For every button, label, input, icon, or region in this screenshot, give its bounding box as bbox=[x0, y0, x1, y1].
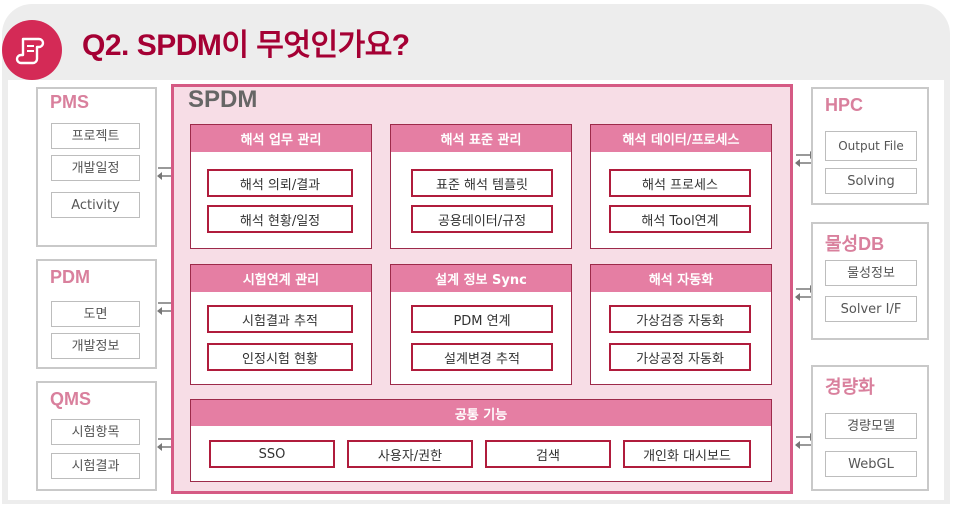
module-item: 해석 Tool연계 bbox=[609, 205, 751, 233]
module-item: 시험결과 추적 bbox=[207, 305, 353, 333]
common-item: 개인화 대시보드 bbox=[623, 440, 751, 468]
system-item: Output File bbox=[825, 131, 917, 161]
module-item: 표준 해석 템플릿 bbox=[411, 169, 553, 197]
module-item: 해석 의뢰/결과 bbox=[207, 169, 353, 197]
system-item: 경량모델 bbox=[825, 413, 917, 439]
system-item: Activity bbox=[51, 192, 140, 218]
module-item: 가상검증 자동화 bbox=[609, 305, 751, 333]
system-item: 시험항목 bbox=[51, 419, 140, 445]
module-design-sync: 설계 정보 Sync PDM 연계 설계변경 추적 bbox=[390, 264, 572, 385]
system-item: 시험결과 bbox=[51, 453, 140, 479]
module-analysis-automation: 해석 자동화 가상검증 자동화 가상공정 자동화 bbox=[590, 264, 772, 385]
module-item: PDM 연계 bbox=[411, 305, 553, 333]
system-item: 물성정보 bbox=[825, 260, 917, 286]
system-name: 물성DB bbox=[825, 234, 885, 254]
system-name: PDM bbox=[50, 267, 90, 287]
module-analysis-work: 해석 업무 관리 해석 의뢰/결과 해석 현황/일정 bbox=[190, 124, 372, 249]
common-item: 사용자/권한 bbox=[347, 440, 473, 468]
system-item: 개발정보 bbox=[51, 333, 140, 359]
system-item: WebGL bbox=[825, 451, 917, 477]
module-common-functions: 공통 기능 SSO 사용자/권한 검색 개인화 대시보드 bbox=[190, 399, 772, 482]
module-header: 해석 표준 관리 bbox=[391, 125, 571, 152]
module-header: 해석 업무 관리 bbox=[191, 125, 371, 152]
system-qms: QMS 시험항목 시험결과 bbox=[36, 381, 157, 491]
module-header: 설계 정보 Sync bbox=[391, 265, 571, 292]
system-name: PMS bbox=[50, 92, 90, 112]
common-item: SSO bbox=[209, 440, 335, 468]
module-item: 인정시험 현황 bbox=[207, 343, 353, 371]
system-item: 개발일정 bbox=[51, 155, 140, 181]
system-item: Solver I/F bbox=[825, 296, 917, 322]
system-pdm: PDM 도면 개발정보 bbox=[36, 259, 157, 369]
system-item: 프로젝트 bbox=[51, 123, 140, 149]
module-header: 해석 데이터/프로세스 bbox=[591, 125, 771, 152]
module-header: 해석 자동화 bbox=[591, 265, 771, 292]
system-name: 경량화 bbox=[825, 377, 875, 397]
page-title: Q2. SPDM이 무엇인가요? bbox=[82, 29, 410, 62]
module-item: 가상공정 자동화 bbox=[609, 343, 751, 371]
module-header: 공통 기능 bbox=[191, 400, 771, 426]
system-item: Solving bbox=[825, 168, 917, 194]
module-item: 공용데이터/규정 bbox=[411, 205, 553, 233]
module-test-link: 시험연계 관리 시험결과 추적 인정시험 현황 bbox=[190, 264, 372, 385]
system-material-db: 물성DB 물성정보 Solver I/F bbox=[811, 222, 929, 340]
system-pms: PMS 프로젝트 개발일정 Activity bbox=[36, 87, 157, 247]
system-name: QMS bbox=[50, 389, 92, 409]
scroll-icon bbox=[2, 20, 62, 80]
system-name: HPC bbox=[825, 95, 864, 115]
common-item: 검색 bbox=[485, 440, 611, 468]
system-hpc: HPC Output File Solving bbox=[811, 87, 929, 205]
system-lightweight: 경량화 경량모델 WebGL bbox=[811, 365, 929, 491]
module-item: 해석 현황/일정 bbox=[207, 205, 353, 233]
module-header: 시험연계 관리 bbox=[191, 265, 371, 292]
module-item: 해석 프로세스 bbox=[609, 169, 751, 197]
system-item: 도면 bbox=[51, 301, 140, 327]
module-item: 설계변경 추적 bbox=[411, 343, 553, 371]
spdm-title: SPDM bbox=[188, 86, 258, 113]
module-analysis-data-process: 해석 데이터/프로세스 해석 프로세스 해석 Tool연계 bbox=[590, 124, 772, 249]
module-analysis-standard: 해석 표준 관리 표준 해석 템플릿 공용데이터/규정 bbox=[390, 124, 572, 249]
